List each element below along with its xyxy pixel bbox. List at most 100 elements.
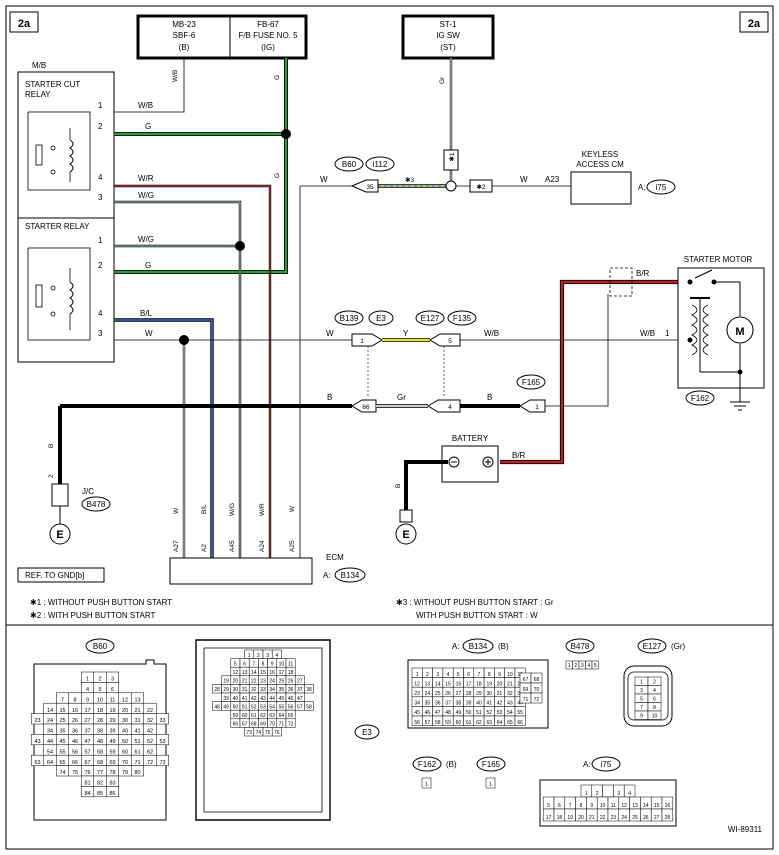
pin-number: 64 (47, 760, 53, 766)
pin-number: 77 (97, 770, 103, 776)
pin-number: 7 (61, 697, 64, 703)
pin-number: 19 (567, 815, 573, 821)
pin-number: 3 (111, 677, 114, 683)
cut-relay-pin2: 2 (98, 122, 103, 131)
pin-number: 30 (486, 691, 492, 697)
b60-badge (334, 156, 364, 172)
pin-number: 25 (279, 679, 285, 685)
view-e127-badge (637, 638, 667, 654)
pin-number: 43 (34, 739, 40, 745)
pin-number: 9 (590, 803, 593, 809)
pin-number: 5 (457, 672, 460, 678)
pin-number: 10 (507, 672, 513, 678)
pin-number: 29 (223, 687, 229, 693)
note-star3a: ✱3 : WITHOUT PUSH BUTTON START : Gr (396, 598, 554, 607)
pin-number: 50 (122, 739, 128, 745)
wire-label-w-keyless: W (520, 175, 528, 184)
jc-ground-label: E (56, 529, 63, 541)
pin-number: 59 (445, 720, 451, 726)
pin-number: 38 (97, 729, 103, 735)
view-b134-label: B134 (469, 642, 488, 651)
pin-number: 2 (574, 663, 577, 669)
pin-number: 35 (425, 701, 431, 707)
pin-number: 46 (288, 696, 294, 702)
pin-number: 62 (147, 749, 153, 755)
ecm-wire-wg: W/G (229, 503, 236, 516)
pin-number: 3 (617, 791, 620, 797)
pin-number: 21 (242, 679, 248, 685)
pin-number: 19 (223, 679, 229, 685)
pin-cell (602, 784, 614, 798)
pin-number: 17 (546, 815, 552, 821)
pin-number: 70 (122, 760, 128, 766)
pin-number: 49 (223, 704, 229, 710)
pin-number: 26 (288, 679, 294, 685)
junction-wg (235, 241, 245, 251)
pin-number: 9 (498, 672, 501, 678)
pin-number: 51 (476, 710, 482, 716)
pin-number: 58 (306, 704, 312, 710)
pin-number: 71 (134, 760, 140, 766)
pin-number: 21 (589, 815, 595, 821)
pin-number: 15 (59, 708, 65, 714)
star2-label: ✱2 (476, 183, 485, 191)
pin-number: 24 (621, 815, 627, 821)
pin-number: 16 (456, 681, 462, 687)
view-e3-badge (354, 724, 380, 740)
pin-number: 69 (109, 760, 115, 766)
pin-number: 14 (643, 803, 649, 809)
pin-number: 1 (585, 791, 588, 797)
pin-number: 66 (72, 760, 78, 766)
pin-number: 39 (109, 729, 115, 735)
source-st-line1: ST-1 (440, 20, 457, 29)
pin-number: 73 (159, 760, 165, 766)
wire-label-y: Y (403, 329, 409, 338)
pin-number: 30 (122, 718, 128, 724)
pin-number: 38 (306, 687, 312, 693)
wire-label-w: W (145, 329, 153, 338)
b134-label: B134 (341, 571, 360, 580)
pin-number: 71 (523, 697, 529, 703)
pin-number: 4 (587, 663, 590, 669)
pin-number: 74 (256, 730, 262, 736)
pin-number: 16 (665, 803, 671, 809)
pin-number: 47 (84, 739, 90, 745)
pin-number: 1 (86, 677, 89, 683)
pin-number: 64 (279, 713, 285, 719)
e3-badge (368, 310, 394, 326)
pin-number: 76 (274, 730, 280, 736)
pin-number: 75 (265, 730, 271, 736)
i112-label: i112 (373, 160, 388, 169)
f165-label: F165 (522, 378, 541, 387)
pin-number: 55 (279, 704, 285, 710)
pin-number: 72 (147, 760, 153, 766)
pin-number: 11 (110, 697, 116, 703)
pin-number: 74 (59, 770, 65, 776)
pin-number: 44 (47, 739, 53, 745)
pin-number: 34 (414, 701, 420, 707)
b60-connector (350, 179, 379, 193)
pin-number: 27 (456, 691, 462, 697)
jc-connector (51, 483, 69, 507)
cut-relay-pin3: 3 (98, 193, 103, 202)
note-star3b: WITH PUSH BUTTON START : W (416, 611, 538, 620)
pin-number: 65 (288, 713, 294, 719)
e127-label: E127 (421, 314, 440, 323)
pin-number: 8 (488, 672, 491, 678)
pin-number: 65 (507, 720, 513, 726)
pin-number: 18 (288, 670, 294, 676)
cut-relay-pin4: 4 (98, 173, 103, 182)
pin-cell (421, 777, 432, 789)
pin-number: 57 (425, 720, 431, 726)
keyless-pin-a23: A23 (545, 175, 560, 184)
pin-number: 12 (621, 803, 627, 809)
ig-switch-box (401, 14, 495, 60)
pin-number: 1 (489, 782, 492, 788)
pin-number: 17 (279, 670, 285, 676)
view-i75-prefix: A: (583, 760, 591, 769)
pin-number: 64 (497, 720, 503, 726)
pin-number: 53 (497, 710, 503, 716)
view-e3-label: E3 (362, 728, 372, 737)
pin-cell (661, 808, 674, 822)
